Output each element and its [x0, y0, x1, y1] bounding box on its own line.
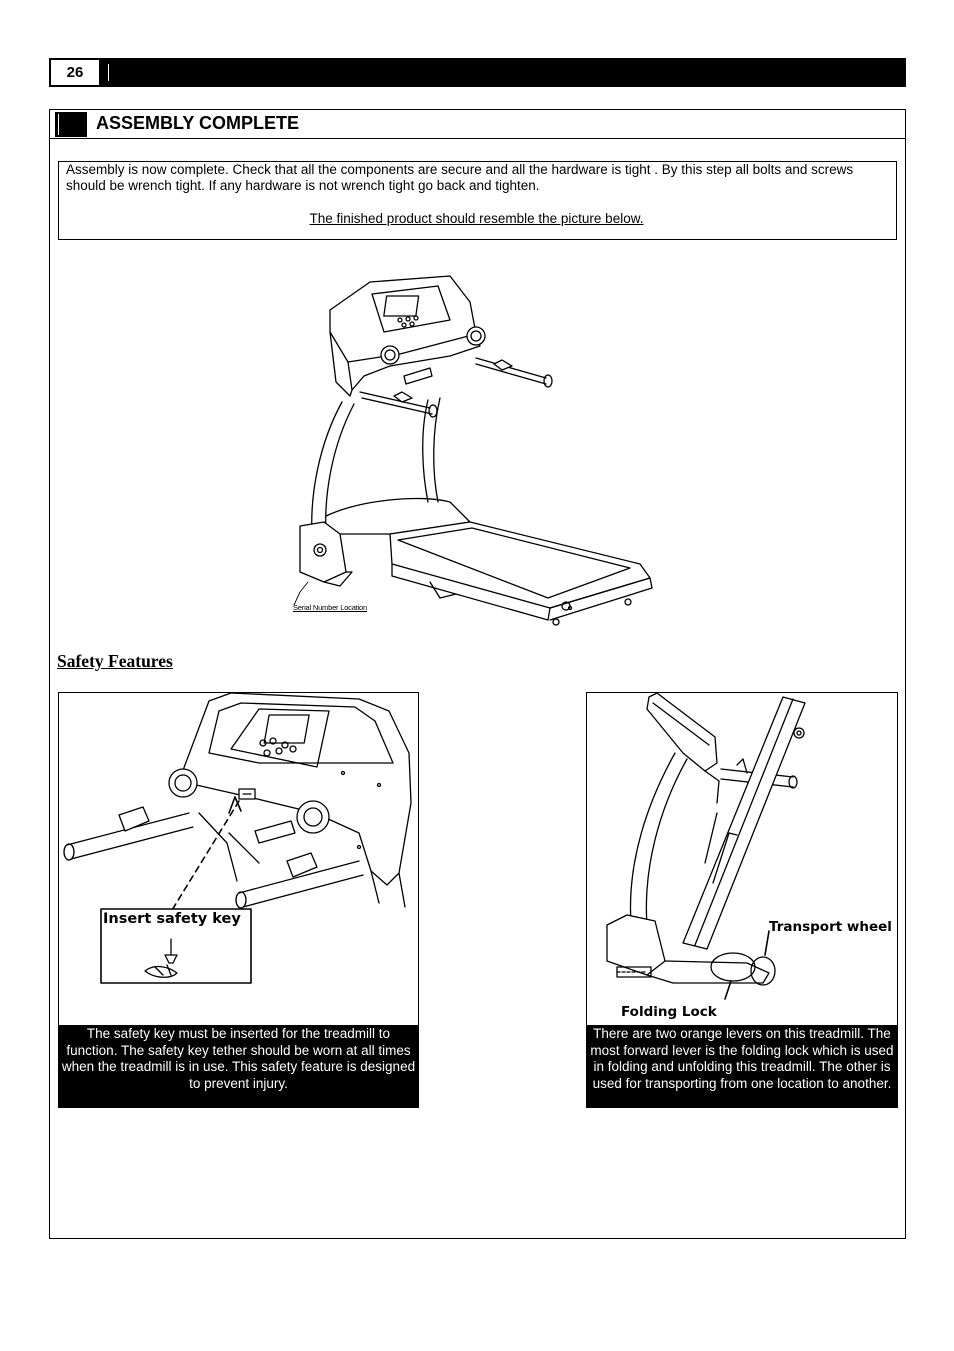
transport-wheel-label: Transport wheel — [769, 919, 892, 935]
serial-number-label: Serial Number Location — [293, 603, 367, 612]
content-frame — [49, 109, 906, 1239]
treadmill-illustration — [293, 275, 653, 626]
section-header — [50, 110, 905, 139]
intro-box — [58, 161, 897, 240]
folding-lock-caption: There are two orange levers on this trea… — [587, 1025, 897, 1107]
safety-key-illustration — [63, 693, 412, 984]
safety-features-heading: Safety Features — [57, 651, 173, 671]
intro-text: Assembly is now complete. Check that all… — [66, 162, 854, 193]
safety-key-caption: The safety key must be inserted for the … — [59, 1025, 418, 1107]
page-number: 26 — [51, 60, 99, 85]
section-marker-line — [58, 114, 59, 135]
folding-treadmill-illustration — [606, 693, 806, 1000]
safety-key-panel: Insert safety key The safety key must be… — [58, 692, 419, 1108]
page-header-bar — [49, 58, 906, 87]
insert-safety-key-label: Insert safety key — [103, 911, 241, 927]
folding-lock-label: Folding Lock — [621, 1004, 717, 1020]
header-divider — [108, 64, 109, 81]
intro-caption: The finished product should resemble the… — [309, 211, 644, 226]
folding-lock-panel: Transport wheel Folding Lock There are t… — [586, 692, 898, 1108]
section-title: ASSEMBLY COMPLETE — [96, 113, 300, 133]
section-marker — [55, 112, 87, 137]
